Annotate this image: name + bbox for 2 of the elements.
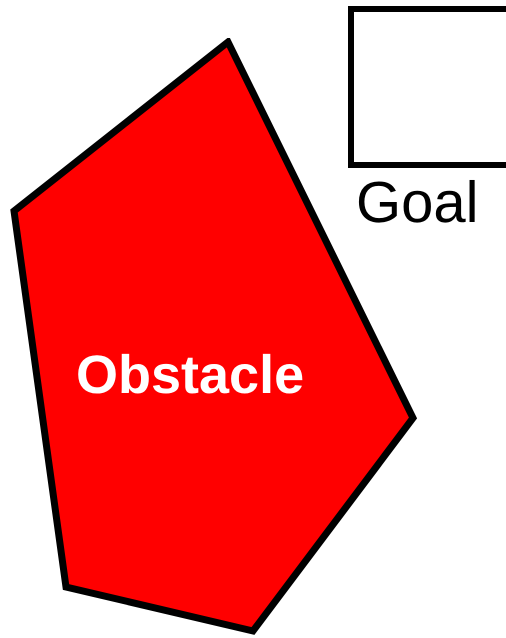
obstacle-label: Obstacle: [76, 348, 304, 402]
goal-label: Goal: [356, 174, 479, 232]
